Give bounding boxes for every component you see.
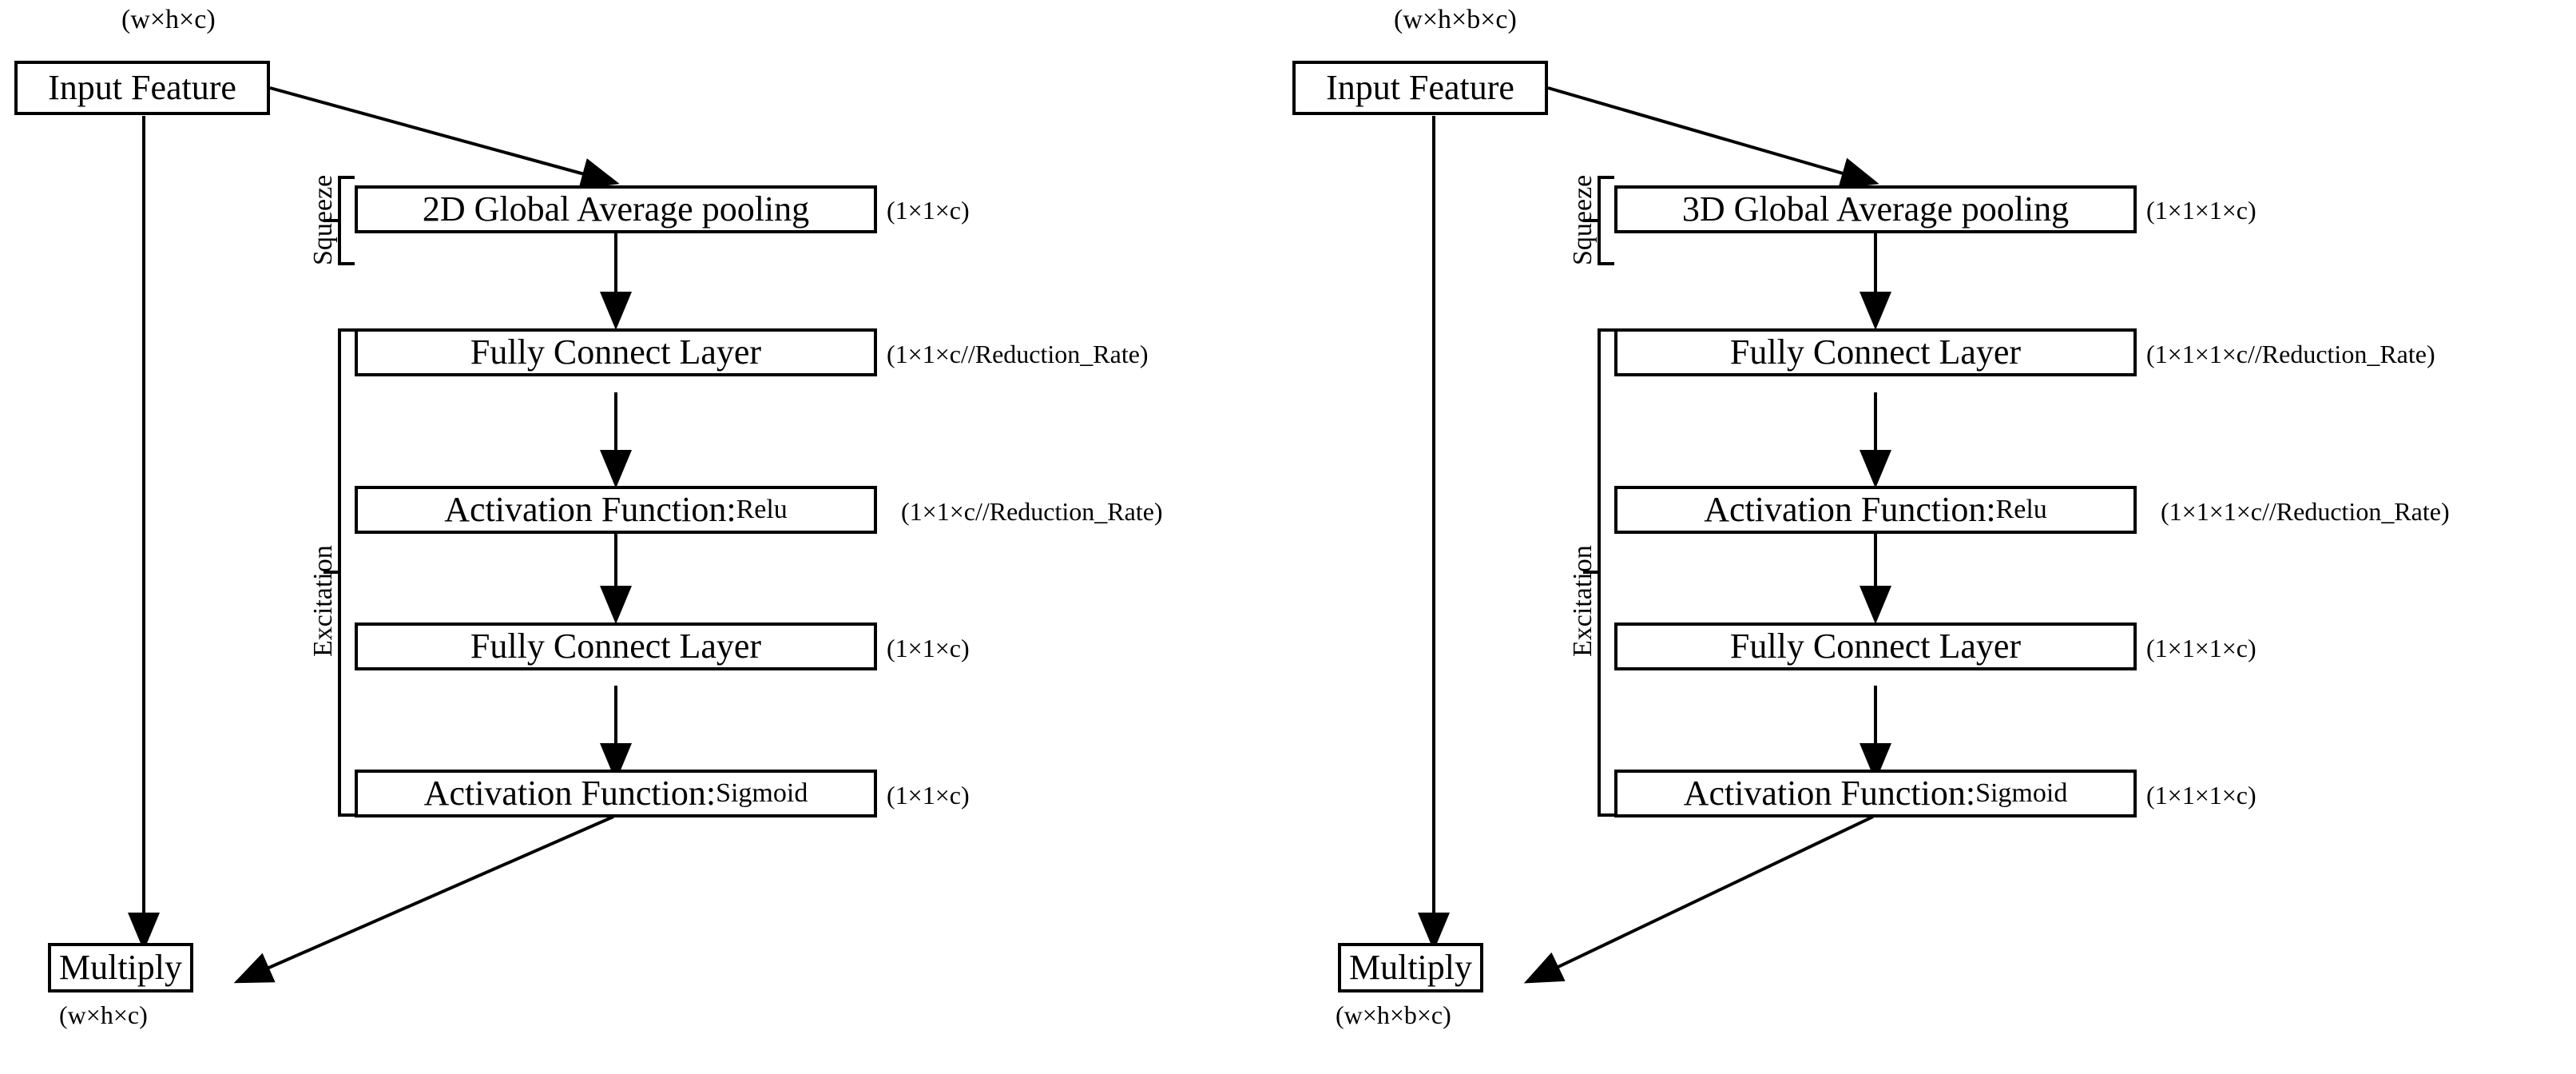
node-multiply[interactable]: Multiply (48, 943, 193, 992)
bracket-squeeze-3d (1598, 176, 1614, 265)
node-activation-relu[interactable]: Activation Function: Relu (355, 486, 877, 534)
node-label: Activation Function: (1683, 774, 1976, 813)
node-label: Multiply (58, 948, 183, 987)
edge-sigmoid-to-multiply (233, 815, 614, 984)
node-label: Multiply (1348, 948, 1473, 987)
multiply-dim-label: (w×h×c) (59, 1000, 148, 1029)
node-input-feature[interactable]: Input Feature (14, 61, 270, 115)
node-label: Input Feature (48, 68, 236, 107)
node-fully-connect-layer-2-3d[interactable]: Fully Connect Layer (1614, 623, 2137, 670)
relu-dim-label-3d: (1×1×1×c//Reduction_Rate) (2161, 497, 2450, 526)
group-label-squeeze-3d: Squeeze (1568, 174, 1598, 265)
node-label-tail: Relu (736, 495, 788, 524)
node-fully-connect-layer-1-3d[interactable]: Fully Connect Layer (1614, 328, 2137, 376)
node-activation-relu-3d[interactable]: Activation Function: Relu (1614, 486, 2137, 534)
bracket-squeeze (338, 176, 355, 265)
node-label-tail: Relu (1995, 495, 2047, 524)
sigmoid-dim-label-3d: (1×1×1×c) (2146, 781, 2256, 809)
node-activation-sigmoid[interactable]: Activation Function: Sigmoid (355, 770, 877, 817)
multiply-dim-label-3d: (w×h×b×c) (1336, 1000, 1451, 1029)
node-activation-sigmoid-3d[interactable]: Activation Function: Sigmoid (1614, 770, 2137, 817)
node-label: 3D Global Average pooling (1681, 189, 2070, 229)
group-label-squeeze: Squeeze (308, 174, 338, 265)
node-label: Fully Connect Layer (1729, 332, 2022, 372)
fc1-dim-label: (1×1×c//Reduction_Rate) (887, 340, 1149, 368)
bracket-excitation-3d (1598, 328, 1614, 817)
node-fully-connect-layer-1[interactable]: Fully Connect Layer (355, 328, 877, 376)
node-label: Activation Function: (444, 490, 736, 529)
pooling-dim-label: (1×1×c) (887, 196, 970, 225)
node-label: Fully Connect Layer (470, 332, 762, 372)
node-label: Activation Function: (423, 774, 716, 813)
edge-input-to-pool (269, 86, 620, 189)
node-global-average-pooling[interactable]: 2D Global Average pooling (355, 185, 877, 233)
node-label-tail: Sigmoid (1975, 778, 2068, 808)
group-label-excitation: Excitation (308, 545, 338, 657)
relu-dim-label: (1×1×c//Reduction_Rate) (901, 497, 1163, 526)
node-label: 2D Global Average pooling (422, 189, 810, 229)
input-dim-label: (w×h×c) (121, 5, 216, 34)
pooling-dim-label-3d: (1×1×1×c) (2146, 196, 2256, 225)
node-input-feature-3d[interactable]: Input Feature (1292, 61, 1548, 115)
node-multiply-3d[interactable]: Multiply (1338, 943, 1483, 992)
bracket-excitation (338, 328, 355, 817)
edge-input-to-pool-3d (1547, 86, 1879, 189)
node-label: Input Feature (1326, 68, 1514, 107)
fc1-dim-label-3d: (1×1×1×c//Reduction_Rate) (2146, 340, 2435, 368)
node-label-tail: Sigmoid (716, 778, 808, 808)
node-label: Fully Connect Layer (470, 626, 762, 666)
group-label-excitation-3d: Excitation (1568, 545, 1598, 657)
fc2-dim-label: (1×1×c) (887, 634, 970, 662)
node-global-average-pooling-3d[interactable]: 3D Global Average pooling (1614, 185, 2137, 233)
fc2-dim-label-3d: (1×1×1×c) (2146, 634, 2256, 662)
sigmoid-dim-label: (1×1×c) (887, 781, 970, 809)
input-dim-label-3d: (w×h×b×c) (1394, 5, 1517, 34)
node-label: Fully Connect Layer (1729, 626, 2022, 666)
edge-sigmoid-to-multiply-3d (1523, 815, 1874, 984)
node-fully-connect-layer-2[interactable]: Fully Connect Layer (355, 623, 877, 670)
node-label: Activation Function: (1704, 490, 1996, 529)
